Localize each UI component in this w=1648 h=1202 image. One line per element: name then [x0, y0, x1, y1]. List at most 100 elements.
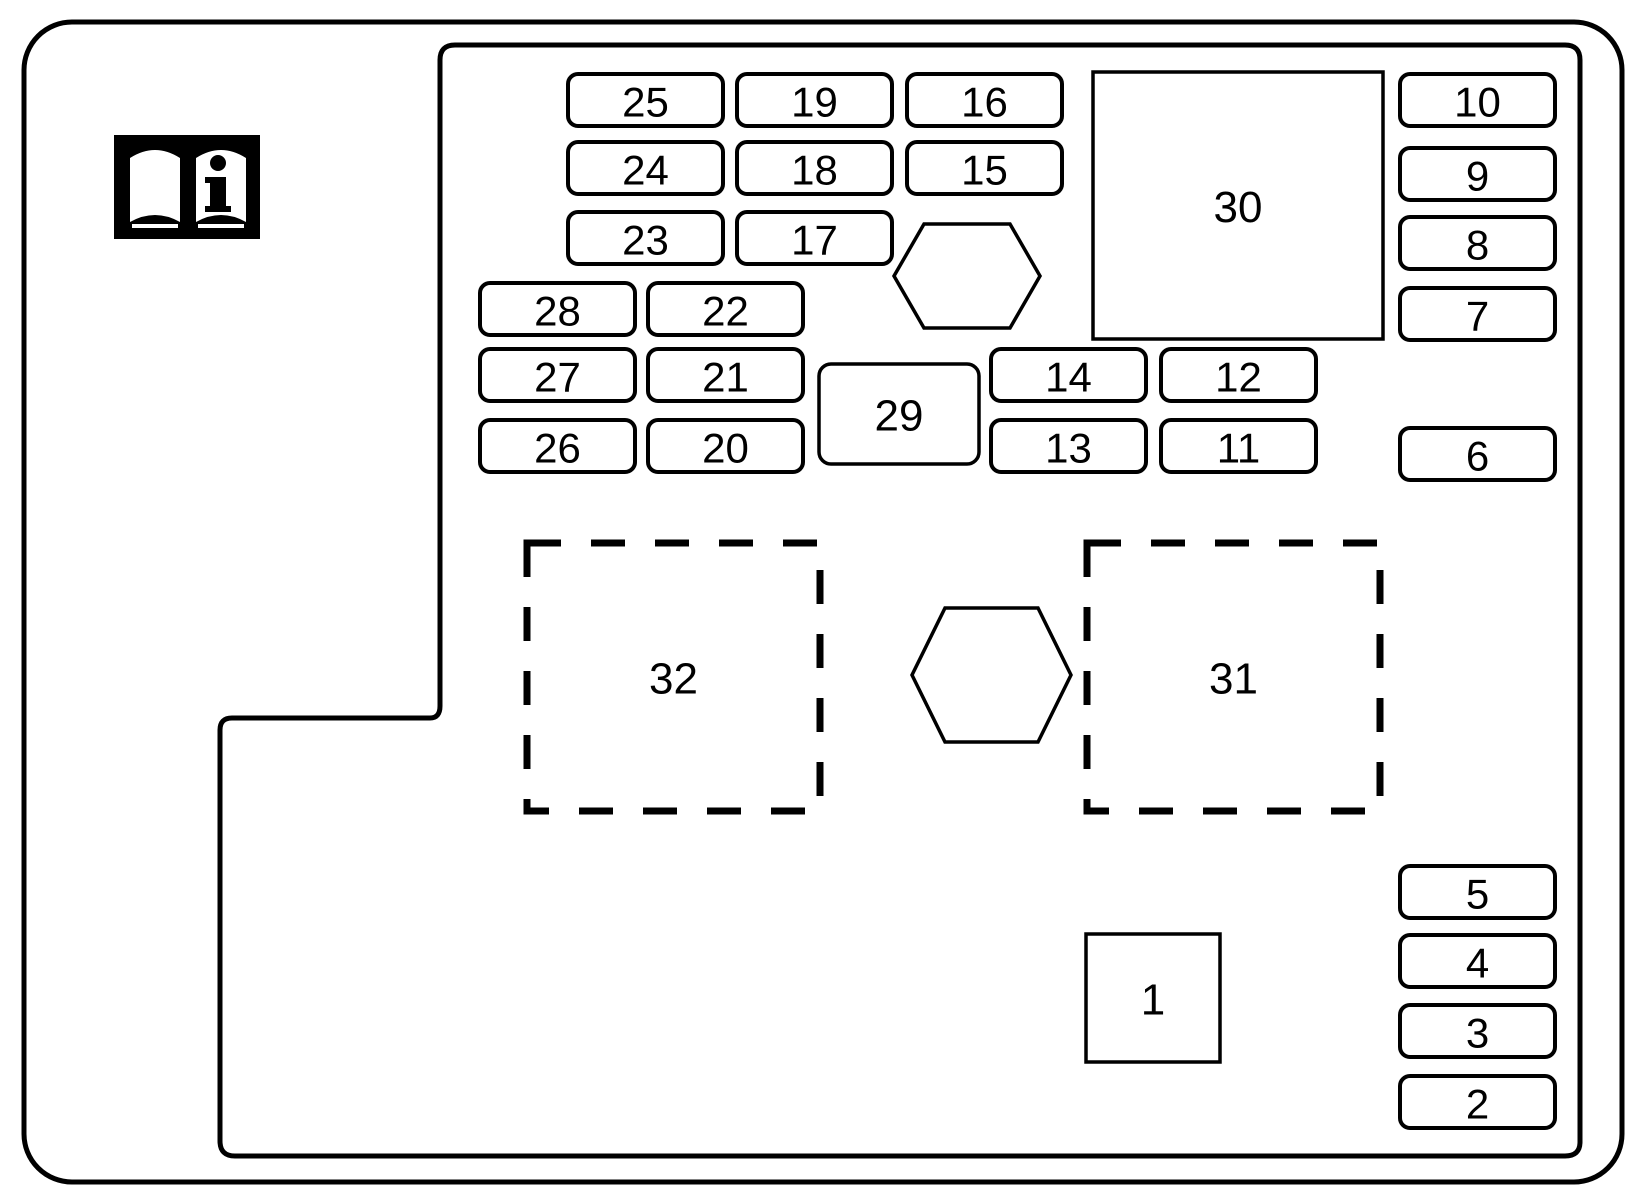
- fuse-18: 18: [735, 140, 894, 196]
- fuse-5-outline: [1398, 864, 1557, 920]
- fuse-23: 23: [566, 210, 725, 266]
- fuse-20-label: 20: [702, 425, 749, 472]
- fuse-9-label: 9: [1466, 153, 1489, 200]
- relay-30-label: 30: [1214, 183, 1263, 232]
- relay-29: 29: [817, 362, 981, 466]
- fuse-3-label: 3: [1466, 1010, 1489, 1057]
- fuse-27-label: 27: [534, 354, 581, 401]
- fuse-18-outline: [735, 140, 894, 196]
- fuse-26: 26: [478, 418, 637, 474]
- relay-32: 32: [523, 539, 824, 815]
- fuse-6: 6: [1398, 426, 1557, 482]
- fuse-15: 15: [905, 140, 1064, 196]
- relay-30: 30: [1091, 70, 1385, 341]
- fuse-22: 22: [646, 281, 805, 337]
- fuse-11: 11: [1159, 418, 1318, 474]
- owner-manual-info-icon: [114, 135, 260, 239]
- fuse-15-label: 15: [961, 147, 1008, 194]
- fuse-5-label: 5: [1466, 871, 1489, 918]
- fuse-12-label: 12: [1215, 354, 1262, 401]
- fuse-2-outline: [1398, 1074, 1557, 1130]
- fuse-21-outline: [646, 347, 805, 403]
- fuse-28-label: 28: [534, 288, 581, 335]
- fuse-16-label: 16: [961, 79, 1008, 126]
- fuse-25: 25: [566, 72, 725, 128]
- fuse-4: 4: [1398, 933, 1557, 989]
- housing-outline: [21, 19, 1625, 1185]
- fuse-13: 13: [989, 418, 1148, 474]
- relay-29-outline: [817, 362, 981, 466]
- relay-31-label: 31: [1209, 655, 1258, 704]
- fuse-25-label: 25: [622, 79, 669, 126]
- fuse-22-label: 22: [702, 288, 749, 335]
- fuse-27: 27: [478, 347, 637, 403]
- fuse-27-outline: [478, 347, 637, 403]
- fuse-8-outline: [1398, 215, 1557, 271]
- fuse-10-outline: [1398, 72, 1557, 128]
- fuse-23-label: 23: [622, 217, 669, 264]
- fuse-3-outline: [1398, 1003, 1557, 1059]
- fuse-5: 5: [1398, 864, 1557, 920]
- fuse-7-outline: [1398, 286, 1557, 342]
- fuse-4-outline: [1398, 933, 1557, 989]
- fuse-26-outline: [478, 418, 637, 474]
- fuse-12-outline: [1159, 347, 1318, 403]
- dashed-relay-layer: 32 31: [523, 539, 1384, 815]
- fuse-14-outline: [989, 347, 1148, 403]
- relay-1-outline: [1084, 932, 1222, 1064]
- fuse-21: 21: [646, 347, 805, 403]
- fuse-24-outline: [566, 140, 725, 196]
- relay-32-outline: [523, 539, 824, 815]
- fuse-17-label: 17: [791, 217, 838, 264]
- relay-29-label: 29: [875, 392, 924, 441]
- fuse-23-outline: [566, 210, 725, 266]
- fuse-19-outline: [735, 72, 894, 128]
- fuse-12: 12: [1159, 347, 1318, 403]
- fuse-2: 2: [1398, 1074, 1557, 1130]
- fuse-26-label: 26: [534, 425, 581, 472]
- fuse-9: 9: [1398, 146, 1557, 202]
- fuse-15-outline: [905, 140, 1064, 196]
- fuse-13-outline: [989, 418, 1148, 474]
- relay-1-label: 1: [1141, 976, 1165, 1025]
- fuse-11-outline: [1159, 418, 1318, 474]
- fuse-8: 8: [1398, 215, 1557, 271]
- fuse-16-outline: [905, 72, 1064, 128]
- fuse-6-outline: [1398, 426, 1557, 482]
- fuse-25-outline: [566, 72, 725, 128]
- relay-31-outline: [1083, 539, 1384, 815]
- panel-outline: [217, 42, 1583, 1159]
- relay-1: 1: [1084, 932, 1222, 1064]
- relay-31: 31: [1083, 539, 1384, 815]
- fuse-7: 7: [1398, 286, 1557, 342]
- relay-layer: 29 30 1: [817, 70, 1385, 1064]
- fuse-28: 28: [478, 281, 637, 337]
- hex-bolt-upper: [891, 222, 1043, 330]
- fuse-28-outline: [478, 281, 637, 337]
- fuse-19: 19: [735, 72, 894, 128]
- fuse-19-label: 19: [791, 79, 838, 126]
- fuse-17-outline: [735, 210, 894, 266]
- hex-bolt-center: [910, 606, 1073, 744]
- fuse-13-label: 13: [1045, 425, 1092, 472]
- fuse-2-label: 2: [1466, 1081, 1489, 1128]
- fuse-4-label: 4: [1466, 940, 1489, 987]
- fuse-24-label: 24: [622, 147, 669, 194]
- fuse-3: 3: [1398, 1003, 1557, 1059]
- fuse-8-label: 8: [1466, 222, 1489, 269]
- fuse-10-label: 10: [1454, 79, 1501, 126]
- fuse-6-label: 6: [1466, 433, 1489, 480]
- relay-32-label: 32: [649, 655, 698, 704]
- fuse-17: 17: [735, 210, 894, 266]
- fuse-20-outline: [646, 418, 805, 474]
- fuse-9-outline: [1398, 146, 1557, 202]
- fuse-14-label: 14: [1045, 354, 1092, 401]
- fuse-22-outline: [646, 281, 805, 337]
- fuse-24: 24: [566, 140, 725, 196]
- fuse-7-label: 7: [1466, 293, 1489, 340]
- fuse-16: 16: [905, 72, 1064, 128]
- fuse-20: 20: [646, 418, 805, 474]
- fuse-21-label: 21: [702, 354, 749, 401]
